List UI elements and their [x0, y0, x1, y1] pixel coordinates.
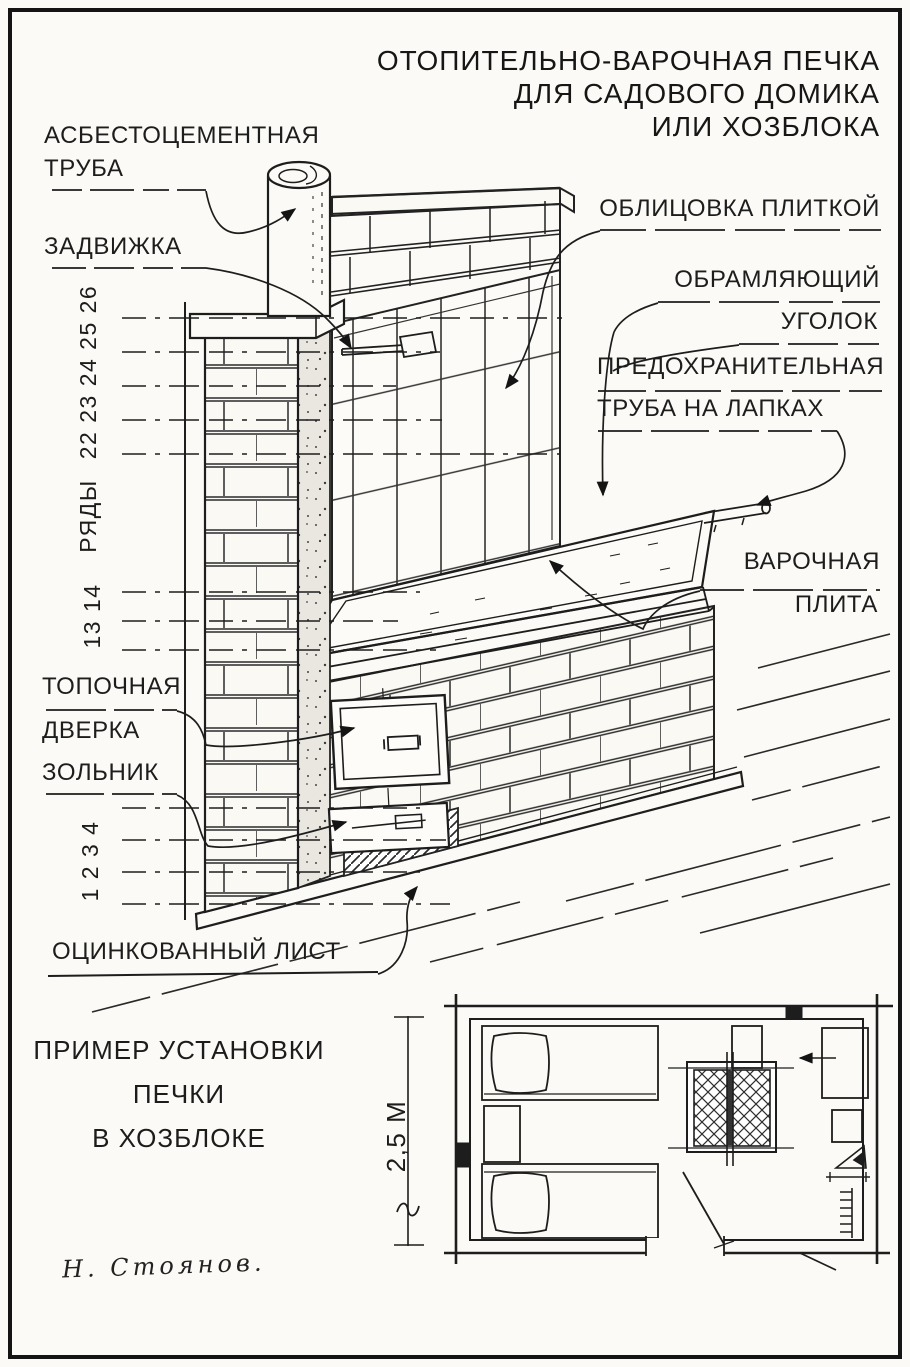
chimney-column	[188, 298, 346, 914]
label-asbestos-pipe-2: ТРУБА	[44, 155, 124, 182]
row-scale	[122, 302, 562, 920]
plan-window-mark-top	[785, 1005, 803, 1020]
plan-bed-2	[481, 1163, 659, 1239]
plan-dimension-label: 2,5 М	[381, 1099, 411, 1173]
title-line-2: ДЛЯ САДОВОГО ДОМИКА	[513, 78, 880, 109]
framing-angle-line	[333, 283, 561, 339]
label-safety-pipe-1: ПРЕДОХРАНИТЕЛЬНАЯ	[597, 353, 885, 380]
label-cooking-plate-1: ВАРОЧНАЯ	[743, 548, 880, 575]
plan-walls	[444, 994, 893, 1264]
plan-table-right	[821, 1027, 869, 1099]
firebox-door	[329, 693, 451, 791]
label-firebox-door-2: ДВЕРКА	[42, 717, 140, 744]
title-line-1: ОТОПИТЕЛЬНО-ВАРОЧНАЯ ПЕЧКА	[376, 45, 880, 76]
caption-line-3: В ХОЗБЛОКЕ	[92, 1123, 266, 1153]
plan-door	[645, 1171, 837, 1271]
label-safety-pipe-2: ТРУБА НА ЛАПКАХ	[597, 395, 825, 422]
label-cooking-plate-2: ПЛИТА	[794, 591, 878, 618]
rows-label: РЯДЫ	[75, 479, 101, 553]
label-damper: ЗАДВИЖКА	[44, 233, 182, 260]
label-framing-angle-1: ОБРАМЛЯЮЩИЙ	[674, 266, 880, 293]
floor-hatch-lines	[91, 633, 891, 1013]
plan-bed-1	[481, 1025, 659, 1101]
plan-small-table	[731, 1025, 763, 1069]
page-title: ОТОПИТЕЛЬНО-ВАРОЧНАЯ ПЕЧКА ДЛЯ САДОВОГО …	[377, 44, 880, 143]
label-firebox-door-1: ТОПОЧНАЯ	[42, 673, 182, 700]
plan-nightstand	[483, 1105, 521, 1163]
caption-line-1: ПРИМЕР УСТАНОВКИ	[33, 1035, 325, 1065]
floor-plan-caption: ПРИМЕР УСТАНОВКИ ПЕЧКИ В ХОЗБЛОКЕ	[24, 1028, 334, 1160]
label-tile-facing: ОБЛИЦОВКА ПЛИТКОЙ	[599, 195, 880, 222]
plan-stove	[668, 1052, 794, 1166]
floor-plan	[394, 994, 893, 1271]
plan-corner-shelf	[826, 1144, 870, 1182]
row-numbers-middle: 13 14	[79, 583, 105, 649]
plan-window-mark-left	[455, 1142, 471, 1168]
tiled-back-wall	[329, 186, 575, 602]
plan-stool	[831, 1109, 863, 1143]
label-asbestos-pipe-1: АСБЕСТОЦЕМЕНТНАЯ	[44, 122, 320, 149]
plan-ladder	[840, 1188, 853, 1238]
row-numbers-lower: 1 2 3 4	[77, 820, 103, 902]
label-framing-angle-2: УГОЛОК	[780, 308, 878, 335]
dimension-squiggle	[396, 1202, 420, 1217]
label-underlines	[46, 189, 882, 977]
label-galvanized-sheet: ОЦИНКОВАННЫЙ ЛИСТ	[52, 938, 341, 965]
label-ash-pit: ЗОЛЬНИК	[42, 759, 159, 786]
asbestos-pipe	[266, 160, 332, 318]
wall-cornice	[329, 186, 575, 546]
leader-lines	[176, 190, 846, 975]
caption-line-2: ПЕЧКИ	[132, 1079, 226, 1109]
damper-handle	[341, 330, 438, 359]
title-line-3: ИЛИ ХОЗБЛОКА	[651, 111, 880, 142]
plan-dimension-line	[394, 1016, 424, 1246]
